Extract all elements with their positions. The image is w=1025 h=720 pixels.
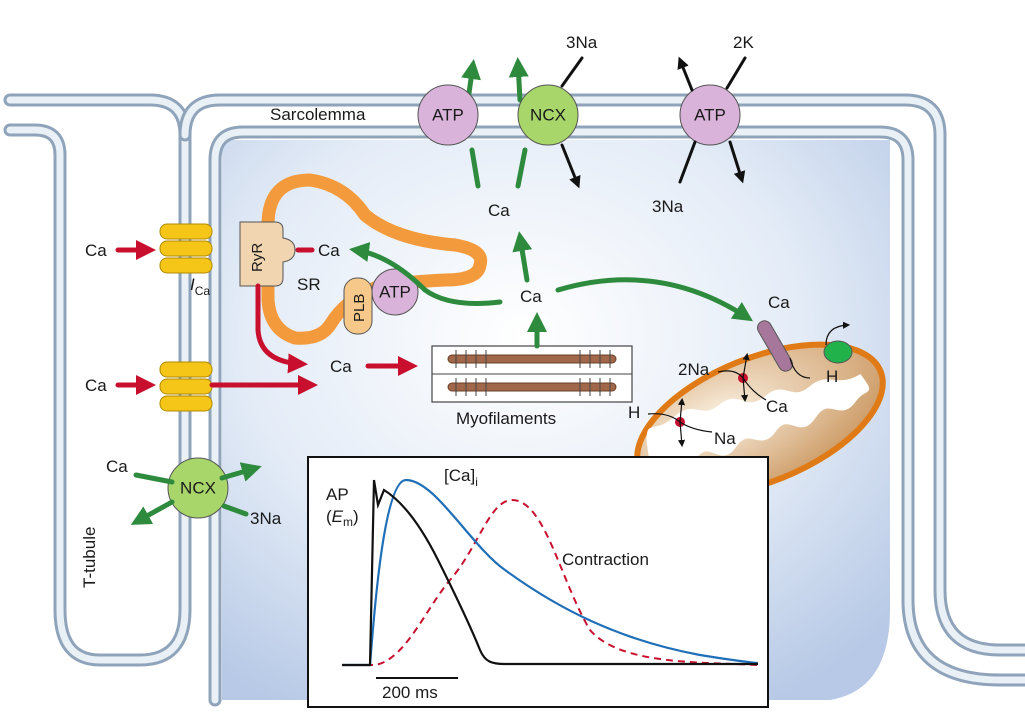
l-type-ca-channel-lower	[159, 361, 213, 412]
em-label: (Em)	[326, 507, 359, 529]
h-label-mito-left: H	[628, 403, 640, 422]
sarcolemma-label: Sarcolemma	[270, 105, 366, 124]
t-tubule-label: T-tubule	[80, 527, 99, 588]
na-k-2k-label: 2K	[733, 33, 754, 52]
ryr-label: RyR	[249, 243, 266, 272]
mitochondrial-h-pump	[823, 340, 853, 364]
h-label-mito: H	[826, 367, 838, 386]
ncx-na-arrows	[560, 56, 584, 189]
mitochondrial-transport-arrows	[647, 321, 851, 448]
sr-atp-pump	[371, 268, 419, 316]
contraction-label: Contraction	[562, 550, 649, 569]
sarcolemma-membrane	[3, 93, 1025, 707]
ca-i-label: [Ca]i	[444, 466, 478, 489]
na-k-atp-label: ATP	[694, 105, 726, 124]
ca-label-central: Ca	[520, 287, 542, 306]
transients-inset	[307, 456, 769, 708]
ncx-label-top: NCX	[530, 105, 566, 124]
ca-label-ryr: Ca	[318, 241, 340, 260]
ca-label-outside-lower: Ca	[85, 376, 107, 395]
mitochondrial-ca-uniporter	[757, 320, 793, 372]
2na-label-mito: 2Na	[678, 360, 710, 379]
ca-efflux-arrows	[349, 57, 754, 349]
sr-label: SR	[297, 275, 321, 294]
na-k-arrows	[677, 56, 747, 184]
plb-label: PLB	[351, 294, 368, 322]
time-scale-label: 200 ms	[382, 683, 438, 702]
na-label-mito: Na	[714, 429, 736, 448]
3na-label-t-tubule: 3Na	[250, 509, 282, 528]
myofilaments-label: Myofilaments	[456, 409, 556, 428]
sarcoplasmic-reticulum	[261, 173, 488, 345]
ap-trace	[342, 479, 758, 667]
na-k-atpase	[679, 84, 741, 146]
myofilaments	[431, 345, 633, 403]
ncx-3na-label: 3Na	[566, 33, 598, 52]
na-k-3na-label: 3Na	[652, 197, 684, 216]
ca-label-mito-exit: Ca	[766, 397, 788, 416]
ca-label-pumps: Ca	[488, 201, 510, 220]
sarcolemmal-atp-pump	[417, 84, 479, 146]
ncx-exchanger-top	[517, 84, 579, 146]
ca-i-trace	[342, 478, 759, 667]
l-type-ca-channel-upper	[159, 223, 213, 274]
ica-label: ICa	[190, 275, 210, 298]
ca-label-outside-upper: Ca	[85, 241, 107, 260]
ca-influx-arrows	[115, 240, 418, 395]
ncx-label-t-tubule: NCX	[180, 478, 216, 497]
ca-label-cytosol: Ca	[330, 357, 352, 376]
ap-label: AP	[326, 485, 349, 504]
sarcolemmal-atp-label: ATP	[432, 105, 464, 124]
ryr-channel	[239, 221, 296, 287]
ncx-exchanger-t-tubule	[167, 457, 229, 519]
ncx-t-tubule-arrows	[130, 462, 262, 525]
sr-atp-label: ATP	[379, 282, 411, 301]
ca-label-t-tubule: Ca	[106, 457, 128, 476]
ca-label-mito-entry: Ca	[768, 293, 790, 312]
plb-protein	[343, 277, 373, 335]
